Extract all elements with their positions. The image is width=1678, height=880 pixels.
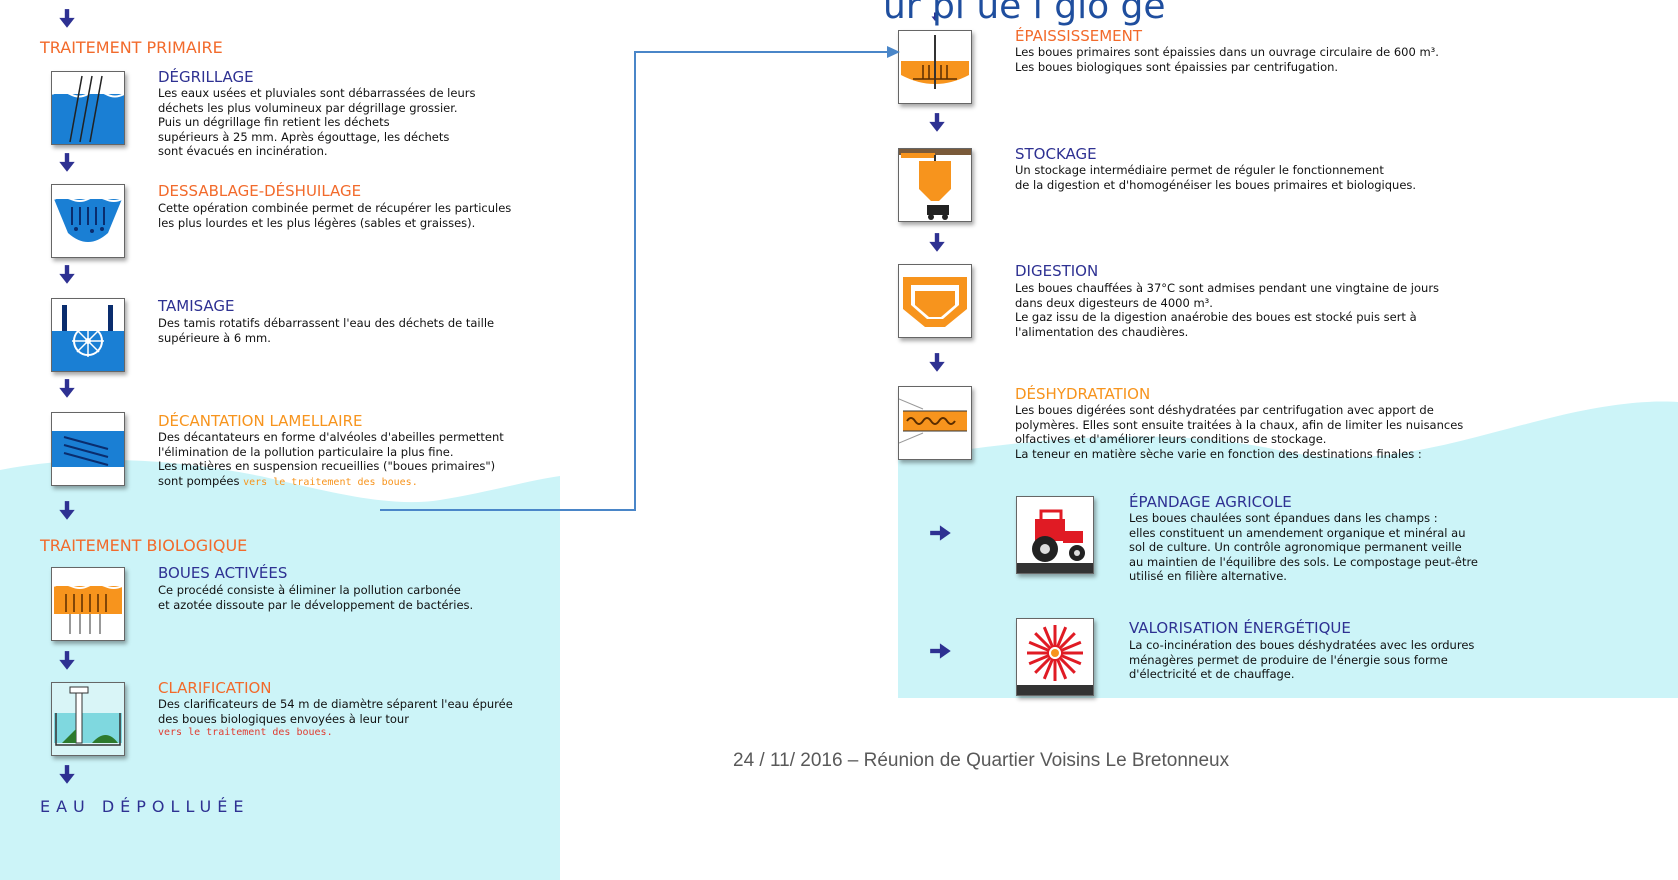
final-output-title: EAU DÉPOLLUÉE — [40, 797, 250, 816]
down-arrow-icon — [56, 152, 78, 174]
step-title-stockage: STOCKAGE — [1015, 145, 1097, 163]
decantation-icon — [51, 412, 125, 486]
down-arrow-icon — [56, 264, 78, 286]
energy-sun-icon — [1016, 618, 1094, 696]
step-desc-tamisage: Des tamis rotatifs débarrassent l'eau de… — [158, 316, 495, 345]
boues-activees-icon — [51, 567, 125, 641]
connector-arrow — [380, 46, 900, 511]
dest-desc-epandage: Les boues chaulées sont épandues dans le… — [1129, 511, 1479, 583]
slide-title: ur pl ue l glo ge — [883, 0, 1166, 27]
step-desc-clarification: Des clarificateurs de 54 m de diamètre s… — [158, 697, 513, 741]
dest-title-epandage: ÉPANDAGE AGRICOLE — [1129, 493, 1292, 511]
step-desc-dessablage: Cette opération combinée permet de récup… — [158, 201, 512, 230]
digestion-icon — [898, 264, 972, 338]
water-background-left — [0, 459, 560, 880]
dessablage-icon — [51, 184, 125, 258]
step-desc-boues-activees: Ce procédé consiste à éliminer la pollut… — [158, 583, 474, 612]
tamisage-icon — [51, 298, 125, 372]
down-arrow-icon — [56, 764, 78, 786]
step-title-tamisage: TAMISAGE — [158, 297, 235, 315]
dest-desc-valorisation: La co-incinération des boues déshydratée… — [1129, 638, 1475, 681]
right-arrow-icon — [928, 522, 954, 544]
step-desc-digestion: Les boues chauffées à 37°C sont admises … — [1015, 281, 1440, 339]
step-title-decantation: DÉCANTATION LAMELLAIRE — [158, 412, 363, 430]
step-desc-epaississement: Les boues primaires sont épaissies dans … — [1015, 45, 1439, 74]
stockage-icon — [898, 148, 972, 222]
tractor-icon — [1016, 496, 1094, 574]
down-arrow-icon — [56, 8, 78, 30]
dest-title-valorisation: VALORISATION ÉNERGÉTIQUE — [1129, 619, 1351, 637]
down-arrow-icon — [926, 112, 948, 134]
down-arrow-icon — [56, 650, 78, 672]
right-arrow-icon — [928, 640, 954, 662]
slide-footer: 24 / 11/ 2016 – Réunion de Quartier Vois… — [733, 750, 1230, 771]
section-title-biological: TRAITEMENT BIOLOGIQUE — [40, 536, 248, 555]
step-desc-deshydratation: Les boues digérées sont déshydratées par… — [1015, 403, 1464, 461]
step-title-digestion: DIGESTION — [1015, 262, 1099, 280]
step-title-deshydratation: DÉSHYDRATATION — [1015, 385, 1151, 403]
link-traitement-boues: vers le traitement des boues. — [243, 476, 418, 488]
section-title-primary: TRAITEMENT PRIMAIRE — [40, 38, 223, 57]
clarification-icon — [51, 682, 125, 756]
step-desc-stockage: Un stockage intermédiaire permet de régu… — [1015, 163, 1417, 192]
step-desc-degrillage: Les eaux usées et pluviales sont débarra… — [158, 86, 476, 158]
step-title-epaississement: ÉPAISSISSEMENT — [1015, 27, 1143, 45]
epaississement-icon — [898, 30, 972, 104]
step-title-dessablage: DESSABLAGE-DÉSHUILAGE — [158, 182, 362, 200]
step-title-boues-activees: BOUES ACTIVÉES — [158, 564, 288, 582]
down-arrow-icon — [56, 500, 78, 522]
step-title-degrillage: DÉGRILLAGE — [158, 68, 254, 86]
deshydratation-icon — [898, 386, 972, 460]
link-traitement-boues-2: vers le traitement des boues. — [158, 727, 333, 738]
down-arrow-icon — [56, 378, 78, 400]
degrillage-icon — [51, 71, 125, 145]
down-arrow-icon — [926, 232, 948, 254]
step-title-clarification: CLARIFICATION — [158, 679, 272, 697]
step-desc-decantation: Des décantateurs en forme d'alvéoles d'a… — [158, 430, 504, 488]
down-arrow-icon — [926, 352, 948, 374]
